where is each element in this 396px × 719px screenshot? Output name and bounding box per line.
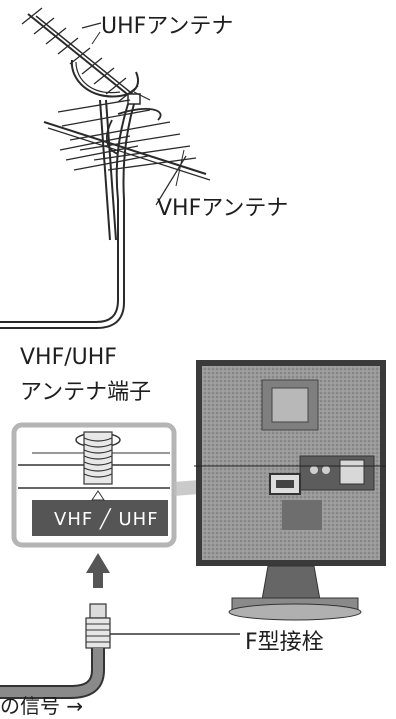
f-connector-label: F型接栓 [245,630,324,655]
signal-label: の信号 → [0,694,84,718]
f-connector-illustration [85,603,240,649]
terminal-plate-label: VHF ╱ UHF [54,509,159,530]
terminal-label-line1: VHF/UHF [20,345,117,370]
leader-lines [81,22,187,206]
uhf-antenna-illustration [21,7,141,105]
antenna-terminal-thread [83,431,113,485]
vhf-antenna-label: VHFアンテナ [157,196,289,221]
uhf-antenna-label: UHFアンテナ [101,14,234,39]
terminal-label-line2: アンテナ端子 [20,380,152,405]
antenna-cable [0,103,135,329]
connect-arrow-icon [86,553,110,588]
tv-rear-illustration [194,360,386,621]
coax-cable [0,648,105,699]
